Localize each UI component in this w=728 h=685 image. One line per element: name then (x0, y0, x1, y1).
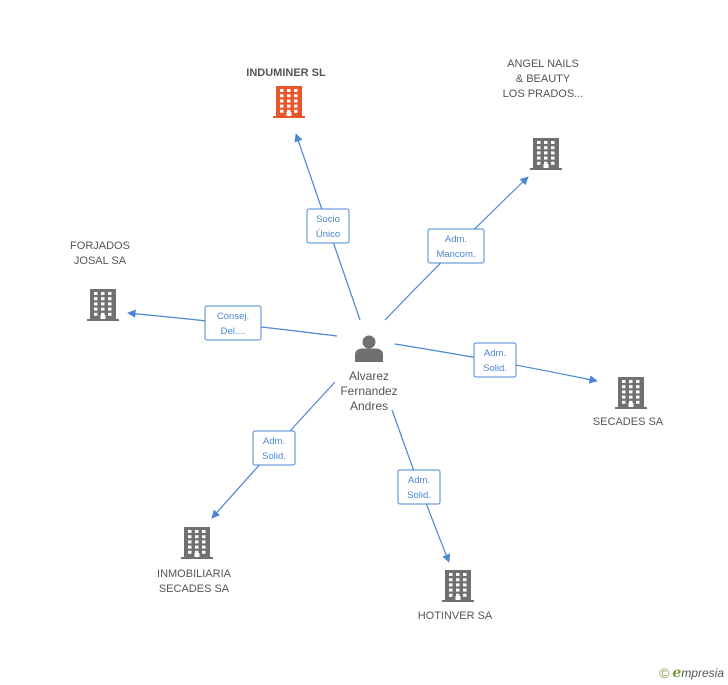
edge-label-box (397, 469, 441, 505)
label-line: LOS PRADOS... (503, 88, 584, 100)
edge-label-line: Adm. (445, 234, 467, 245)
building-icon (181, 527, 213, 559)
edge-label-line: Socio (316, 214, 340, 225)
label-line: Andres (350, 399, 388, 413)
label-line: & BEAUTY (516, 73, 571, 85)
edge-label-line: Adm. (484, 348, 506, 359)
edge-label-line: Único (316, 229, 340, 240)
node-forjados[interactable]: FORJADOS JOSAL SA (70, 240, 130, 321)
edge-label-line: Solid. (483, 363, 507, 374)
edge-inmobiliaria[interactable]: Adm. Solid. (211, 381, 336, 519)
edge-label-box (427, 228, 485, 264)
label-line: SECADES SA (159, 583, 230, 595)
label-line: HOTINVER SA (418, 610, 493, 622)
label-line: INMOBILIARIA (157, 568, 232, 580)
edge-hotinver[interactable]: Adm. Solid. (391, 409, 451, 563)
label-line: FORJADOS (70, 240, 130, 252)
node-secades[interactable]: SECADES SA (593, 377, 664, 428)
edge-secades[interactable]: Adm. Solid. (394, 342, 598, 384)
building-icon (530, 138, 562, 170)
empresia-logo: empresia (672, 665, 724, 681)
label-line: ANGEL NAILS (507, 58, 579, 70)
node-induminer[interactable]: INDUMINER SL (246, 67, 326, 118)
edge-label-line: Adm. (408, 475, 430, 486)
label-line: JOSAL SA (74, 255, 127, 267)
copyright-symbol: © (659, 665, 670, 681)
edge-label-line: Consej. (217, 311, 249, 322)
node-angel-nails[interactable]: ANGEL NAILS & BEAUTY LOS PRADOS... (503, 58, 584, 170)
edge-label-box (306, 208, 350, 244)
building-icon (273, 86, 305, 118)
label-line: Alvarez (349, 369, 389, 383)
label-line: SECADES SA (593, 416, 664, 428)
person-icon (355, 335, 383, 362)
edge-label-line: Solid. (262, 451, 286, 462)
node-inmobiliaria[interactable]: INMOBILIARIA SECADES SA (157, 527, 232, 595)
footer-brand: © empresia (659, 665, 724, 681)
edge-label-box (204, 305, 262, 341)
node-hotinver[interactable]: HOTINVER SA (418, 570, 493, 622)
edge-angel-nails[interactable]: Adm. Mancom. (384, 176, 529, 321)
edge-label-line: Mancom. (436, 249, 475, 260)
edge-label-line: Del.... (221, 326, 246, 337)
edge-label-line: Adm. (263, 436, 285, 447)
building-icon (615, 377, 647, 409)
edge-label-box (252, 430, 296, 466)
edge-forjados[interactable]: Consej. Del.... (127, 305, 338, 341)
building-icon (442, 570, 474, 602)
edge-label-line: Solid. (407, 490, 431, 501)
label-line: INDUMINER SL (246, 67, 326, 79)
building-icon (87, 289, 119, 321)
label-line: Fernandez (340, 384, 397, 398)
edge-label-box (473, 342, 517, 378)
